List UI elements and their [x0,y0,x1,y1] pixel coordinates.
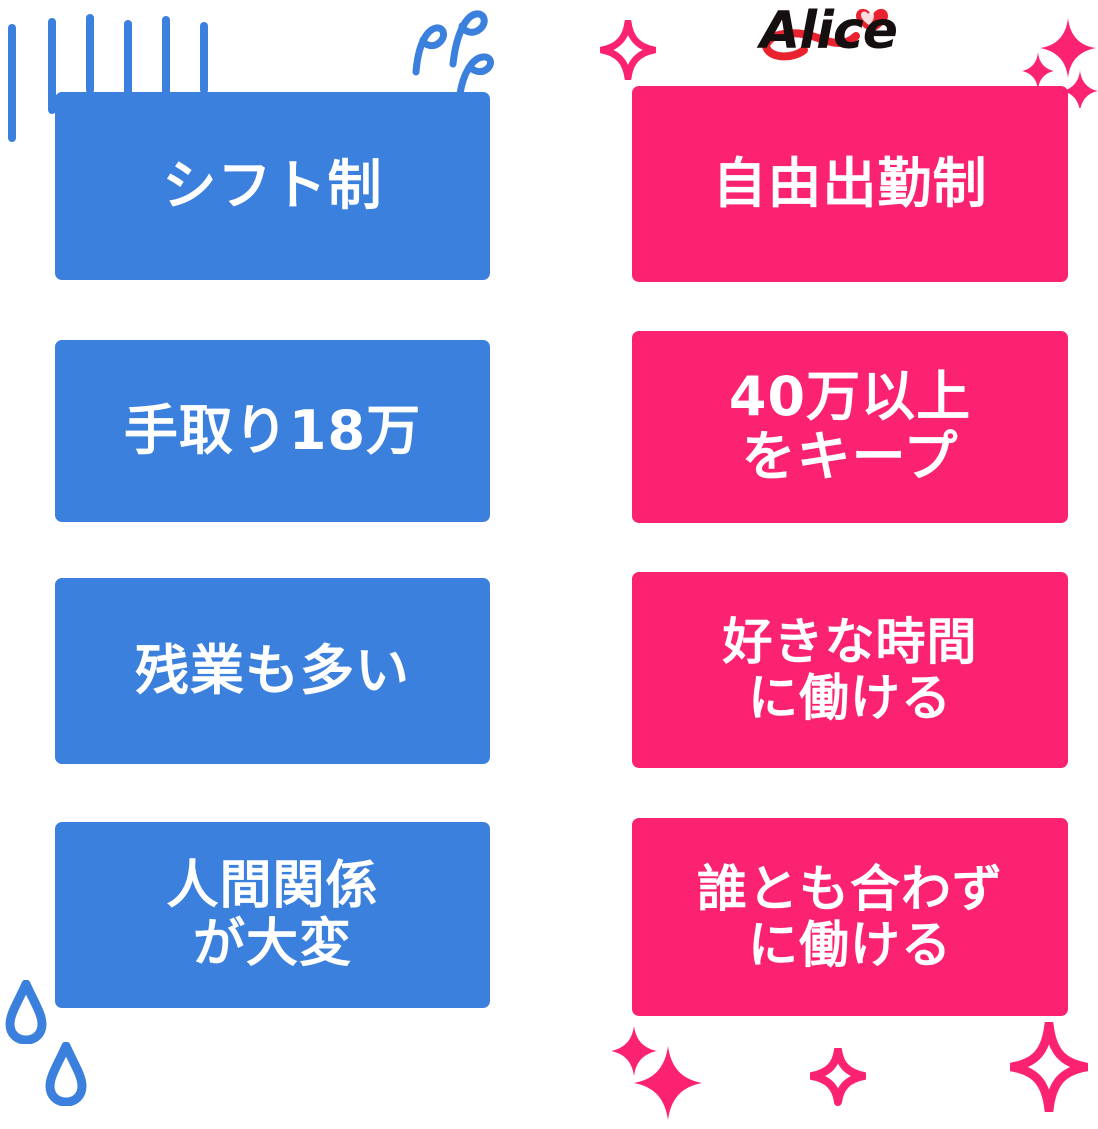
after-label: 好きな時間 に働ける [722,613,978,727]
before-box: 手取り18万 [55,340,490,522]
before-label: 手取り18万 [123,398,422,462]
arrow-right-icon [518,876,618,956]
before-label: 人間関係 が大変 [166,855,379,974]
sparkle-icon [598,18,658,85]
before-box: 人間関係 が大変 [55,822,490,1008]
after-label: 自由出勤制 [712,151,988,215]
arrow-right-icon [518,632,618,712]
after-box: 誰とも合わず に働ける [632,818,1068,1016]
arrow-right-icon [518,392,618,472]
after-label: 40万以上 をキープ [728,364,972,488]
before-box: 残業も多い [55,578,490,764]
sweat-drop-icon [4,979,48,1049]
after-box: 自由出勤制 [632,86,1068,282]
sparkle-icon [1007,1019,1091,1117]
before-box: シフト制 [55,92,490,280]
sparkle-icon [611,1018,732,1129]
sweat-drop-icon [44,1041,88,1111]
brand-logo: Alice [760,2,960,64]
arrow-right-icon [518,150,618,230]
after-box: 40万以上 をキープ [632,331,1068,523]
after-label: 誰とも合わず に働ける [697,860,1003,974]
motion-rho-marks [398,2,508,103]
before-label: 残業も多い [135,638,410,702]
before-label: シフト制 [162,153,383,217]
sparkle-icon [808,1046,868,1119]
brand-logo-text: Alice [760,1,898,61]
after-box: 好きな時間 に働ける [632,572,1068,768]
